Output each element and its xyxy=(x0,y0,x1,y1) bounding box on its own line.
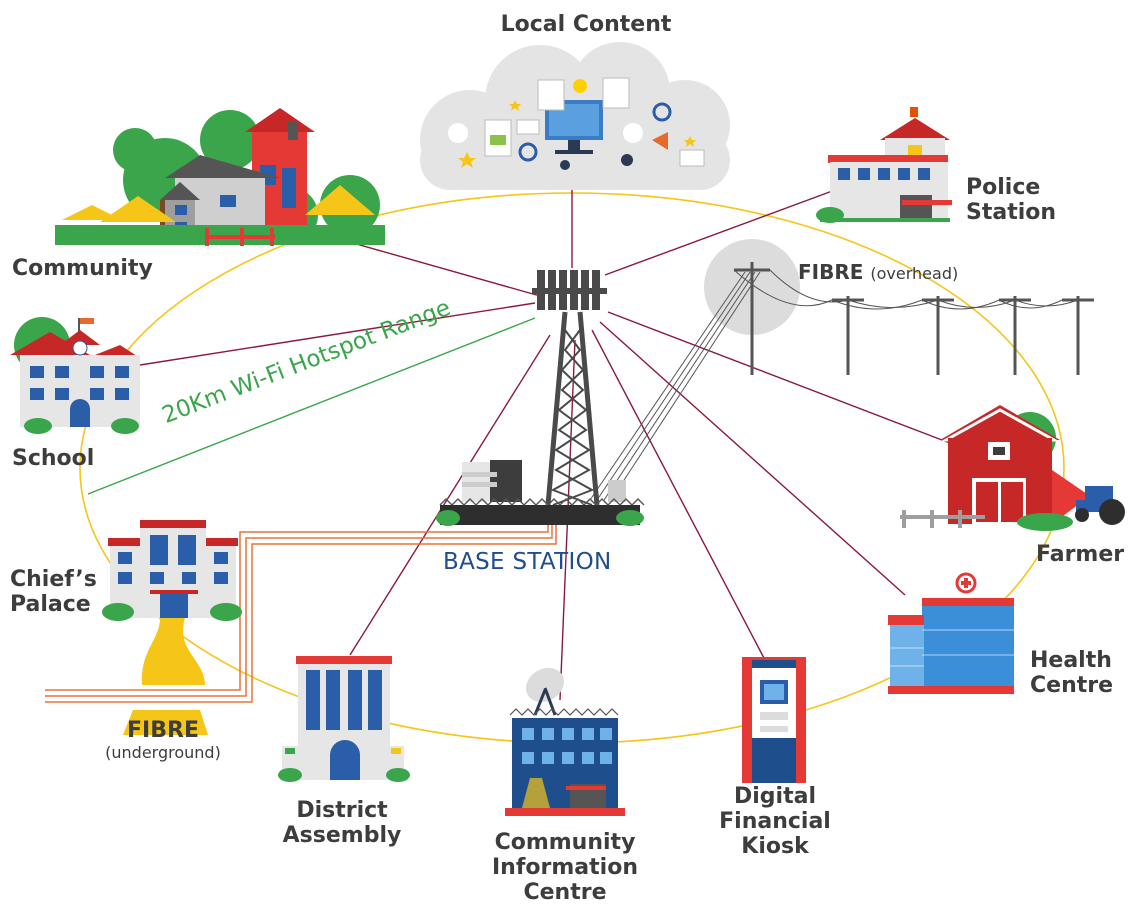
label-fibre-overhead: FIBRE (overhead) xyxy=(798,260,958,286)
link-police xyxy=(604,189,836,276)
label-info-centre: Community Information Centre xyxy=(492,830,638,905)
label-fibre-underground: FIBRE (underground) xyxy=(88,720,238,764)
link-health xyxy=(599,321,906,596)
label-district-assembly: District Assembly xyxy=(282,798,402,848)
label-fibre-overhead-sub: (overhead) xyxy=(870,264,959,283)
info-centre-illustration xyxy=(505,667,625,816)
label-community: Community xyxy=(12,256,153,281)
label-health-centre: Health Centre xyxy=(1030,648,1114,698)
school-illustration xyxy=(10,317,140,434)
local-content-cloud xyxy=(420,42,730,190)
label-school: School xyxy=(12,446,95,471)
overhead-fibre-illustration xyxy=(589,239,1094,501)
community-illustration xyxy=(55,108,385,246)
farmer-illustration xyxy=(900,405,1125,531)
label-local-content: Local Content xyxy=(500,12,672,37)
label-kiosk: Digital Financial Kiosk xyxy=(719,784,831,859)
label-chiefs-palace: Chief’s Palace xyxy=(10,567,97,617)
base-station-illustration xyxy=(436,270,645,526)
underground-fibre-lines xyxy=(45,520,557,703)
link-farmer xyxy=(607,311,956,446)
district-assembly-illustration xyxy=(278,656,410,782)
label-farmer: Farmer xyxy=(1036,542,1125,567)
kiosk-illustration xyxy=(742,657,806,783)
label-police-station: Police Station xyxy=(966,175,1057,225)
label-fibre-overhead-main: FIBRE xyxy=(798,260,864,284)
health-centre-illustration xyxy=(888,572,1014,694)
label-fibre-underground-sub: (underground) xyxy=(105,743,221,762)
police-station-illustration xyxy=(816,107,952,223)
hotspot-range-line xyxy=(87,317,536,495)
link-district xyxy=(349,334,551,656)
label-fibre-underground-main: FIBRE xyxy=(127,718,199,743)
link-school xyxy=(139,302,536,366)
label-base-station: BASE STATION xyxy=(443,549,612,575)
link-kiosk xyxy=(591,329,766,661)
chiefs-palace-illustration xyxy=(102,520,242,735)
